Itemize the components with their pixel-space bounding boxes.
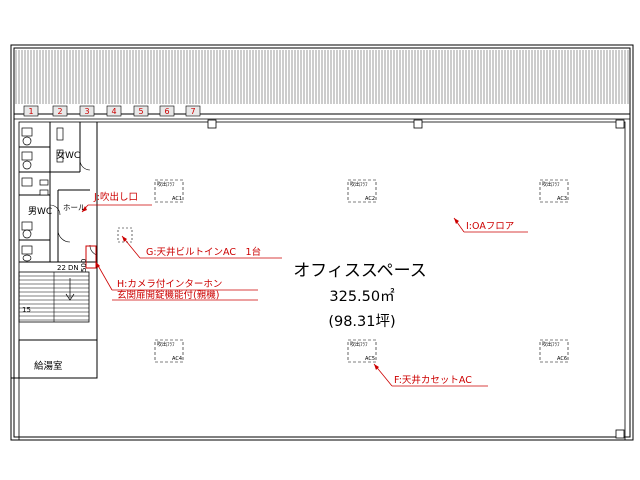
- space-tsubo: (98.31坪): [328, 313, 395, 330]
- toilet-fixtures: [21, 127, 64, 262]
- balcony-band: [13, 47, 631, 120]
- stair-up-label: 22: [57, 264, 66, 272]
- ac-top-label: 吹出ﾌﾗﾌ: [157, 181, 175, 188]
- ac-unit: 吹出ﾌﾗﾌ AC6: [539, 339, 569, 363]
- window-markers: 1 2 3 4 5 6 7: [23, 105, 201, 117]
- window-marker: 3: [79, 105, 95, 117]
- columns: [207, 119, 625, 439]
- ac-label: AC3: [557, 196, 567, 202]
- window-number: 5: [138, 107, 143, 116]
- vent-callout: J:吹出し口: [93, 191, 138, 203]
- window-number: 1: [28, 107, 33, 116]
- window-marker: 2: [52, 105, 68, 117]
- builtin-ac-callout: G:天井ビルトインAC 1台: [146, 246, 261, 258]
- intercom-callout-line2: 玄関扉開錠機能付(親機): [117, 289, 219, 301]
- window-marker: 1: [23, 105, 39, 117]
- oa-floor-callout: I:OAフロア: [466, 221, 514, 232]
- callout-arrows: [82, 206, 459, 370]
- window-marker: 7: [185, 105, 201, 117]
- women-wc-label: 女WC: [56, 149, 80, 161]
- ac-top-label: 吹出ﾌﾗﾌ: [350, 181, 368, 188]
- entrance-door: [85, 245, 97, 269]
- ac-top-label: 吹出ﾌﾗﾌ: [542, 181, 560, 188]
- ac-label: AC4: [172, 356, 182, 362]
- space-title: オフィススペース: [293, 261, 427, 281]
- ac-label: AC1: [172, 196, 182, 202]
- window-marker: 6: [159, 105, 175, 117]
- hall-label: ホール: [63, 203, 86, 212]
- ac-unit: 吹出ﾌﾗﾌ AC1: [154, 179, 184, 203]
- ac-top-label: 吹出ﾌﾗﾌ: [542, 341, 560, 348]
- window-marker: 4: [106, 105, 122, 117]
- vent-symbol: [117, 227, 133, 243]
- kitchen-label: 給湯室: [34, 360, 63, 372]
- ac-label: AC5: [365, 356, 375, 362]
- window-number: 2: [57, 107, 62, 116]
- doors: [49, 159, 98, 256]
- ac-units: 吹出ﾌﾗﾌ AC1 吹出ﾌﾗﾌ AC2 吹出ﾌﾗﾌ AC3 吹出ﾌﾗﾌ AC4 …: [154, 179, 569, 363]
- men-wc-label: 男WC: [28, 206, 52, 217]
- cassette-ac-callout: F:天井カセットAC: [394, 374, 472, 386]
- ac-unit: 吹出ﾌﾗﾌ AC5: [347, 339, 377, 363]
- stair-dn-label: DN: [68, 264, 79, 272]
- ac-label: AC6: [557, 356, 567, 362]
- ac-label: AC2: [365, 196, 375, 202]
- window-number: 3: [84, 107, 89, 116]
- window-number: 6: [164, 107, 169, 116]
- ac-top-label: 吹出ﾌﾗﾌ: [350, 341, 368, 348]
- ac-unit: 吹出ﾌﾗﾌ AC3: [539, 179, 569, 203]
- window-number: 7: [190, 107, 195, 116]
- stair-count-label: 15: [22, 306, 31, 314]
- ac-unit: 吹出ﾌﾗﾌ AC4: [154, 339, 184, 363]
- space-area: 325.50㎡: [329, 288, 395, 305]
- core-area: [11, 122, 98, 379]
- ac-top-label: 吹出ﾌﾗﾌ: [157, 341, 175, 348]
- ac-unit: 吹出ﾌﾗﾌ AC2: [347, 179, 377, 203]
- dimension-label: 500: [80, 259, 88, 272]
- window-number: 4: [111, 107, 116, 116]
- window-marker: 5: [133, 105, 149, 117]
- stairs: [18, 271, 90, 323]
- intercom-callout-line1: H:カメラ付インターホン: [117, 279, 222, 290]
